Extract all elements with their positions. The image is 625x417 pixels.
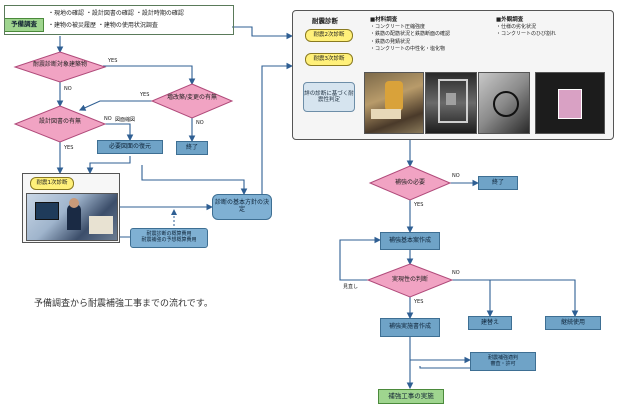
reinforcement-design-box: 補強実施書作成 [380, 318, 440, 337]
d3-yes-label: YES [64, 145, 74, 151]
policy-decision-box: 診断の基本方針の決定 [212, 194, 272, 220]
exterior-item: ・コンクリートのひび割れ [496, 31, 557, 38]
diamond-target-shape [13, 51, 107, 83]
diamond-target-label: 耐震診断対象建築物 [32, 61, 87, 68]
material-item: ・鉄筋の配筋状況と鉄筋断面の確認 [370, 31, 451, 38]
d5-yes-label: YES [414, 299, 424, 305]
material-item: ・鉄筋の発錆状況 [370, 38, 411, 45]
permit-review-box: 耐震補強適判 審査・許可 [470, 352, 536, 371]
material-survey-title: ■材料調査 [370, 17, 398, 23]
exterior-item: ・仕様の劣化状況 [496, 24, 537, 30]
end-box-1: 終了 [176, 141, 208, 155]
d4-yes-label: YES [414, 202, 424, 208]
header-line-1: ・現地の確認 ・設計図書の確認 ・設計時期の確認 [48, 10, 184, 17]
material-item: ・コンクリートの中性化・塩化物 [370, 45, 446, 52]
detailed-judgement-box: 詳の診断に基づく耐震性判定 [303, 82, 355, 112]
second-diagnosis-button: 耐震2次診断 [305, 29, 353, 42]
core-drilling-photo [364, 72, 424, 134]
material-item: ・コンクリート圧縮強度 [370, 24, 426, 30]
diamond-drawings-label: 設計図書の有無 [38, 118, 81, 125]
header-frame [4, 5, 234, 35]
diamond-drawings-shape [13, 105, 107, 143]
diamond-feasible-shape [366, 263, 454, 298]
caption-text: 予備調査から耐震補強工事までの流れです。 [34, 299, 213, 309]
material-survey-list: ・コンクリート圧縮強度 ・鉄筋の配筋状況と鉄筋断面の確認 ・鉄筋の発錆状況 ・コ… [370, 24, 450, 53]
d2-yes-label: YES [140, 92, 150, 98]
continue-use-box: 継続使用 [545, 316, 601, 330]
d2-no-label: NO [196, 120, 204, 126]
reinforcement-plan-box: 補強基本案作成 [380, 232, 440, 250]
diamond-renovation-shape [150, 83, 234, 119]
rebar-scan-photo [478, 72, 530, 134]
panel-title: 耐震診断 [312, 17, 338, 25]
computer-user-photo [26, 193, 118, 241]
exterior-survey-title: ■外観調査 [496, 17, 524, 23]
header-line-2: ・建物の被災履歴 ・建物の使用状況調査 [48, 22, 158, 29]
exterior-survey-list: ・仕様の劣化状況 ・コンクリートのひび割れ [496, 24, 556, 39]
preliminary-survey-badge: 予備調査 [4, 18, 44, 32]
third-diagnosis-button: 耐震3次診断 [305, 53, 353, 66]
start-work-box: 補強工事の実施 [378, 389, 444, 404]
diamond-needed-label: 補強の必要 [394, 179, 425, 186]
review-label: 見直し [343, 284, 359, 290]
diamond-needed-shape [368, 165, 452, 201]
diamond-renovation-label: 増改築/変更の有無 [166, 94, 218, 101]
first-diagnosis-label: 耐震1次診断 [30, 177, 74, 190]
testing-machine-photo [425, 72, 477, 134]
d3-no-label: NO [104, 116, 112, 122]
rebuild-box: 建替え [468, 316, 512, 330]
partial-drawings-label: 図面縮図 [115, 117, 136, 123]
d1-no-label: NO [64, 86, 72, 92]
d5-no-label: NO [452, 270, 460, 276]
d1-yes-label: YES [108, 58, 118, 64]
cost-estimate-box: 耐震診断の概算費用 耐震補強の予想概算費用 [130, 228, 208, 248]
d4-no-label: NO [452, 173, 460, 179]
restore-drawings-box: 必要図面の復元 [97, 140, 163, 154]
concrete-sample-photo [535, 72, 605, 134]
end-box-2: 終了 [478, 176, 518, 190]
diamond-feasible-label: 実現性の判断 [391, 276, 428, 283]
